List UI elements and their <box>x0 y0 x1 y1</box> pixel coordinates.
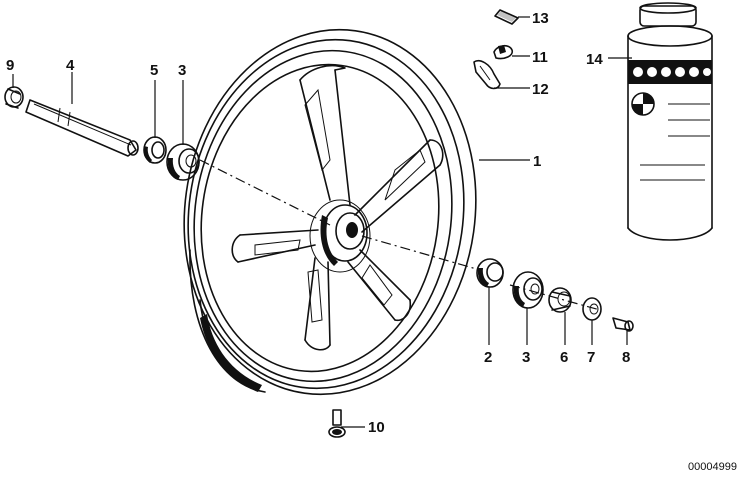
callout-9: 9 <box>6 57 14 74</box>
callout-5: 5 <box>150 62 158 79</box>
axis-line-right <box>361 235 481 271</box>
washer[interactable] <box>582 297 602 321</box>
weight-pad[interactable] <box>494 9 519 25</box>
balance-clip[interactable] <box>493 44 514 60</box>
callout-13: 13 <box>532 10 549 27</box>
callout-7: 7 <box>587 349 595 366</box>
callout-1: 1 <box>533 153 541 170</box>
reference-code: 00004999 <box>688 461 737 473</box>
callout-10: 10 <box>368 419 385 436</box>
callout-14: 14 <box>586 51 603 68</box>
balance-weight[interactable] <box>473 59 501 90</box>
callout-12: 12 <box>532 81 549 98</box>
bearing-left[interactable] <box>166 143 200 181</box>
bearing-right[interactable] <box>512 271 544 309</box>
axis-line-left <box>199 159 331 226</box>
paint-spray-can[interactable] <box>627 2 713 241</box>
callout-11: 11 <box>532 49 548 66</box>
callout-4: 4 <box>66 57 75 74</box>
callout-3-left: 3 <box>178 62 186 79</box>
axle[interactable] <box>25 99 139 157</box>
callout-3-right: 3 <box>522 349 530 366</box>
wheel-rim[interactable] <box>161 11 499 414</box>
callout-6: 6 <box>560 349 568 366</box>
axis-line-lower <box>509 284 601 311</box>
spacer-sleeve[interactable] <box>548 287 572 313</box>
hub-bushing-right[interactable] <box>476 258 504 288</box>
valve[interactable] <box>328 409 346 438</box>
seal-left[interactable] <box>143 136 167 164</box>
callout-8: 8 <box>622 349 630 366</box>
callout-2: 2 <box>484 349 492 366</box>
screw[interactable] <box>612 317 634 332</box>
leader-lines <box>12 16 632 428</box>
axle-nut[interactable] <box>4 86 24 109</box>
